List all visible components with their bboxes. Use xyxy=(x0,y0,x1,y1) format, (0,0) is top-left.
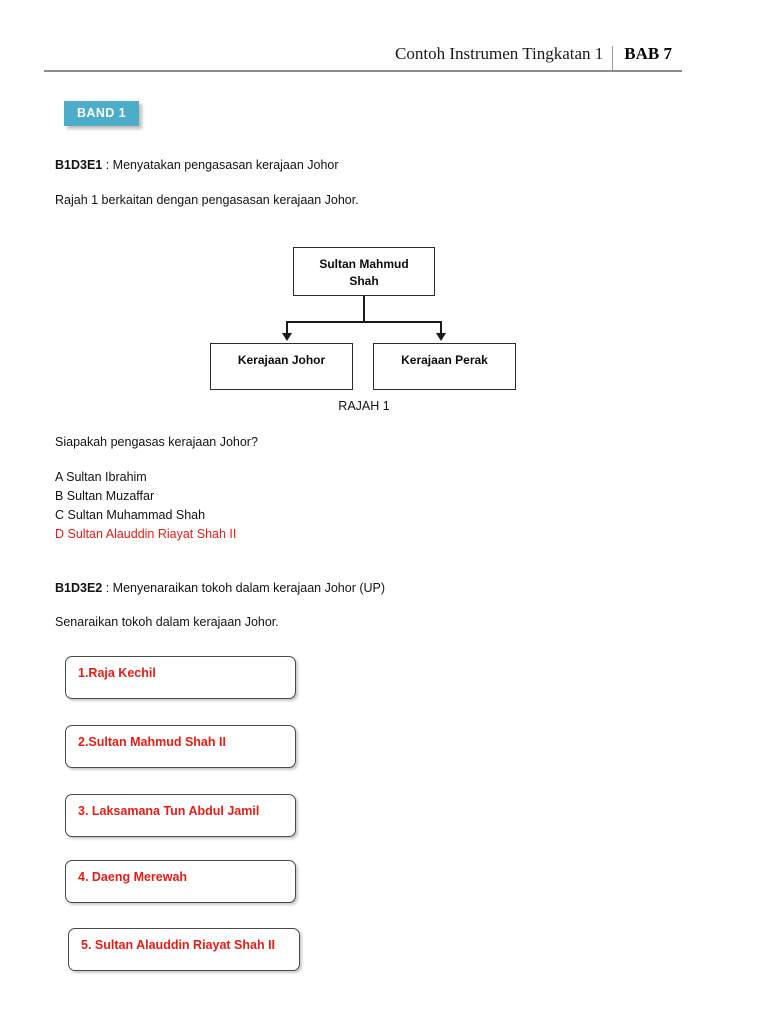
section2-code: B1D3E2 xyxy=(55,581,103,595)
arrow-down-left-icon xyxy=(282,333,292,341)
section2-objective-line: B1D3E2 : Menyenaraikan tokoh dalam keraj… xyxy=(55,581,385,595)
option-a[interactable]: A Sultan Ibrahim xyxy=(55,470,147,484)
section1-objective-text: : Menyatakan pengasasan kerajaan Johor xyxy=(102,158,339,172)
connector-drop-left xyxy=(286,321,288,334)
answer-box-4-text: 4. Daeng Merewah xyxy=(78,870,188,884)
answer-box-4[interactable]: 4. Daeng Merewah xyxy=(65,860,296,903)
answer-box-1-text: 1.Raja Kechil xyxy=(78,666,156,680)
section1-question: Siapakah pengasas kerajaan Johor? xyxy=(55,435,258,449)
diagram-root-line2: Shah xyxy=(349,274,379,288)
answer-box-5-text: 5. Sultan Alauddin Riayat Shah II xyxy=(81,938,276,952)
section2-objective-text: : Menyenaraikan tokoh dalam kerajaan Joh… xyxy=(102,581,386,595)
diagram-child-box-right: Kerajaan Perak xyxy=(373,343,516,390)
section2-instruction: Senaraikan tokoh dalam kerajaan Johor. xyxy=(55,615,279,629)
section1-intro: Rajah 1 berkaitan dengan pengasasan kera… xyxy=(55,193,359,207)
section1-objective-line: B1D3E1 : Menyatakan pengasasan kerajaan … xyxy=(55,158,339,172)
diagram-root-box: Sultan Mahmud Shah xyxy=(293,247,435,296)
header-divider xyxy=(612,46,614,70)
header-inner: Contoh Instrumen Tingkatan 1 BAB 7 xyxy=(44,44,682,70)
connector-horizontal-bar xyxy=(286,321,442,323)
page-header: Contoh Instrumen Tingkatan 1 BAB 7 xyxy=(44,44,682,72)
arrow-down-right-icon xyxy=(436,333,446,341)
answer-box-2[interactable]: 2.Sultan Mahmud Shah II xyxy=(65,725,296,768)
option-b[interactable]: B Sultan Muzaffar xyxy=(55,489,155,503)
option-c[interactable]: C Sultan Muhammad Shah xyxy=(55,508,206,522)
header-title: Contoh Instrumen Tingkatan 1 xyxy=(395,44,604,63)
option-d[interactable]: D Sultan Alauddin Riayat Shah II xyxy=(55,527,237,541)
answer-box-2-text: 2.Sultan Mahmud Shah II xyxy=(78,735,226,749)
diagram-caption: RAJAH 1 xyxy=(338,399,390,413)
answer-box-3[interactable]: 3. Laksamana Tun Abdul Jamil xyxy=(65,794,296,837)
diagram-root-line1: Sultan Mahmud xyxy=(319,257,409,271)
diagram-child-box-left: Kerajaan Johor xyxy=(210,343,353,390)
header-chapter-label: BAB 7 xyxy=(624,44,672,63)
answer-box-3-text: 3. Laksamana Tun Abdul Jamil xyxy=(78,804,260,818)
answer-box-1[interactable]: 1.Raja Kechil xyxy=(65,656,296,699)
answer-box-5[interactable]: 5. Sultan Alauddin Riayat Shah II xyxy=(68,928,300,971)
connector-stem xyxy=(363,296,365,322)
band-badge: BAND 1 xyxy=(64,101,139,126)
section1-code: B1D3E1 xyxy=(55,158,103,172)
header-rule xyxy=(44,70,682,72)
connector-drop-right xyxy=(440,321,442,334)
